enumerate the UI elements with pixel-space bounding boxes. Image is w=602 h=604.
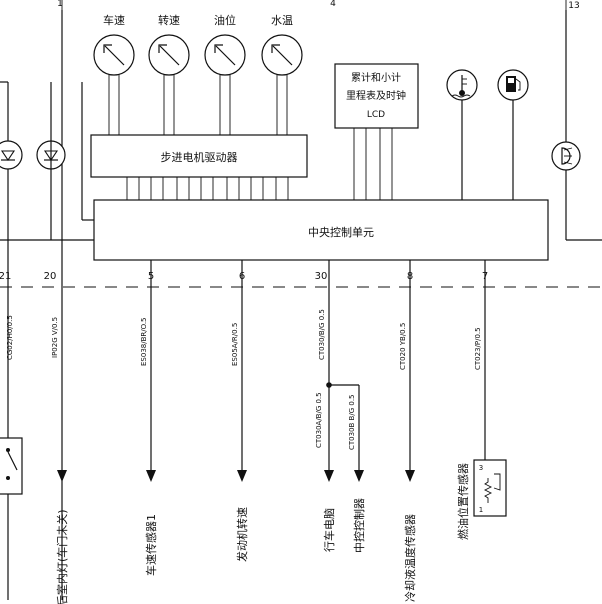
central-control-unit-box: [93, 199, 549, 261]
edge-number-mid: 4: [330, 0, 336, 9]
fuel-warning-icon: [497, 69, 529, 200]
arrow-speed-sensor: [146, 470, 156, 482]
wire-code-6: CT020 YB/0.5: [399, 323, 407, 370]
arrow-engine-speed: [237, 470, 247, 482]
gauge-fuel: 油位: [204, 13, 246, 76]
wire-code-2: IP02G V/0.5: [51, 317, 59, 358]
gauge-label-fuel: 油位: [214, 13, 236, 27]
output-wires: [150, 260, 486, 470]
target-coolant-sensor: 冷却液温度传感器: [403, 514, 417, 602]
edge-number-right: 13: [568, 1, 579, 11]
coolant-temp-warning-icon: [446, 69, 478, 200]
stepper-ecu-leads: [126, 177, 289, 200]
edge-number-left: 1: [57, 0, 63, 9]
diode-left-icon: [0, 140, 23, 170]
diode-right-icon: [36, 82, 66, 240]
lcd-line-2: 里程表及时钟: [346, 89, 406, 102]
gauge-label-rpm: 转速: [158, 13, 180, 27]
lcd-line-1: 累计和小计: [351, 71, 401, 84]
pin-21: 21: [0, 271, 11, 282]
gauge-label-temp: 水温: [271, 14, 293, 27]
target-engine-speed: 发动机转速: [235, 507, 249, 562]
fog-lamp-indicator-icon: [551, 10, 602, 241]
target-room-lamp: 后室内灯(车门未关): [55, 509, 69, 604]
target-central-ctrl: 中控控制器: [352, 498, 366, 553]
target-fuel-sensor: 燃油位置传感器: [456, 463, 470, 540]
gauge-temp: 水温: [261, 14, 303, 76]
arrow-coolant-sensor: [405, 470, 415, 482]
gauge-speed: 车速: [93, 13, 135, 76]
gauge-label-speed: 车速: [103, 13, 125, 27]
wire-code-5a: CT030/B/G 0.5: [318, 309, 326, 360]
lcd-box: [334, 63, 419, 129]
door-switch-icon: [0, 437, 23, 495]
wire-code-5b: CT030A/B/G 0.5: [315, 392, 323, 448]
target-trip-computer: 行车电脑: [322, 508, 336, 552]
pin-30: 30: [315, 271, 328, 282]
stepper-driver-box: [90, 134, 308, 178]
wire-code-5c: CT030B B/G 0.5: [348, 395, 356, 451]
arrow-room-lamp: [57, 470, 67, 482]
central-control-unit-label: 中央控制单元: [308, 225, 374, 239]
sensor-terminal-1: 1: [479, 506, 483, 514]
gauge-rpm: 转速: [148, 13, 190, 76]
wire-code-1: CG02/H0/0.5: [6, 315, 14, 360]
left-wiring: [0, 10, 94, 600]
sensor-terminal-3: 3: [479, 464, 483, 472]
arrow-central-ctrl: [354, 470, 364, 482]
stepper-driver-label: 步进电机驱动器: [161, 150, 238, 164]
wire-code-7: CT023/P/0.5: [474, 327, 482, 370]
target-speed-sensor: 车速传感器1: [144, 514, 158, 576]
pin-20: 20: [44, 271, 57, 282]
arrow-trip-computer: [324, 470, 334, 482]
gauge-leads: [108, 74, 288, 135]
wire-code-4: ES05A/R/0.5: [231, 323, 239, 366]
fuel-level-sensor-icon: 3 1: [473, 459, 507, 517]
lcd-line-3: LCD: [367, 110, 385, 120]
wire-code-3: ES038/BR/O.5: [140, 317, 148, 366]
